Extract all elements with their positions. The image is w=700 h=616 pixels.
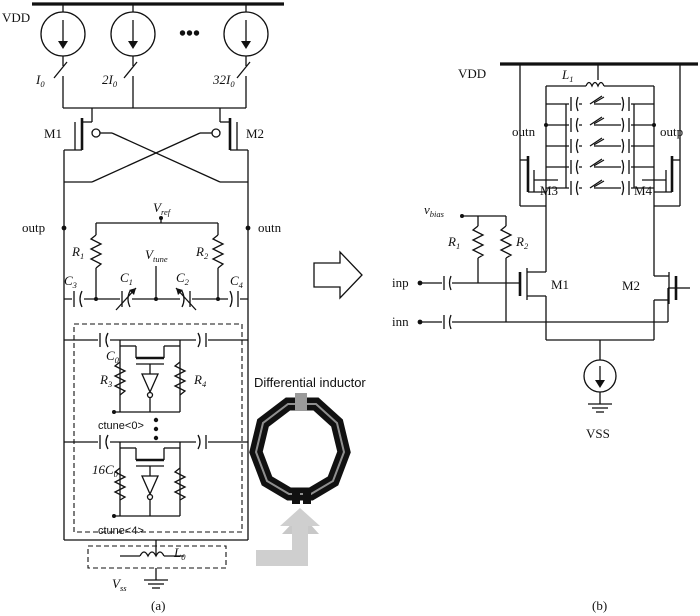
current-source-3	[223, 4, 269, 108]
outp-label-a: outp	[22, 220, 45, 235]
caption-a: (a)	[151, 598, 165, 613]
r2-resistor-a	[211, 223, 225, 299]
l0-label: L0	[173, 545, 186, 562]
vss-label-b: VSS	[586, 426, 610, 441]
inp-label: inp	[392, 275, 409, 290]
differential-inductor-image: Differential inductor	[249, 375, 366, 566]
ground-a	[144, 579, 168, 589]
switched-cap-bank	[546, 103, 654, 189]
l0-inductor	[120, 551, 184, 558]
vss-label-a: Vss	[112, 576, 127, 593]
r2-label-a: R2	[195, 244, 209, 261]
r2-resistor-b	[499, 225, 513, 259]
m3-label: M3	[540, 183, 558, 198]
inn-label: inn	[392, 314, 409, 329]
r4-label: R4	[193, 372, 207, 389]
panel-a: VDD •••	[2, 2, 284, 613]
m1-label-b: M1	[551, 277, 569, 292]
m1-transistor-b	[518, 260, 547, 340]
outp-label-b: outp	[660, 124, 683, 139]
label-i0: I0	[35, 72, 45, 89]
m3-transistor	[520, 156, 558, 193]
c2-varactor	[175, 287, 197, 311]
m1-transistor	[63, 118, 101, 157]
c1-varactor	[115, 287, 137, 311]
r1-label-b: R1	[447, 234, 460, 251]
vdd-label-a: VDD	[2, 10, 30, 25]
label-32i0: 32I0	[212, 72, 235, 89]
m4-transistor	[642, 156, 680, 193]
r1-resistor-b	[471, 225, 485, 259]
outn-label-a: outn	[258, 220, 282, 235]
cap-cell-0	[98, 332, 208, 414]
current-source-1	[40, 4, 86, 108]
c4-label: C4	[230, 273, 244, 290]
panel-b: VDD L1	[392, 62, 698, 613]
caption-b: (b)	[592, 598, 607, 613]
vtune-label: Vtune	[145, 247, 168, 264]
r2-label-b: R2	[515, 234, 529, 251]
c1-label: C1	[120, 270, 133, 287]
r1-resistor-a	[89, 223, 103, 299]
m4-label: M4	[634, 183, 653, 198]
c2-label: C2	[176, 270, 190, 287]
vbias-label: vbias	[424, 202, 445, 219]
label-2i0: 2I0	[102, 72, 118, 89]
l1-inductor	[546, 64, 654, 88]
current-source-2	[110, 4, 156, 108]
m2-transistor	[211, 118, 249, 157]
l0-box	[87, 545, 227, 569]
cap-cell-4	[98, 434, 208, 518]
c16-label: 16C0	[92, 462, 119, 479]
cap-bank-box	[73, 323, 243, 533]
transition-arrow	[313, 250, 363, 300]
l1-label: L1	[561, 67, 573, 84]
outn-label-b: outn	[512, 124, 536, 139]
c4-capacitor	[228, 290, 240, 308]
ctune0-label: ctune<0>	[98, 420, 144, 432]
vref-label: Vref	[153, 200, 172, 217]
vdd-label-b: VDD	[458, 66, 486, 81]
m2-label-b: M2	[622, 278, 640, 293]
m2-transistor-b	[653, 260, 690, 340]
c3-label: C3	[64, 273, 77, 290]
ellipsis: •••	[179, 23, 200, 45]
m1-label-a: M1	[44, 126, 62, 141]
r1-label-a: R1	[71, 244, 84, 261]
r3-label: R3	[99, 372, 112, 389]
ctune4-label: ctune<4>	[98, 525, 144, 537]
m2-label-a: M2	[246, 126, 264, 141]
inductor-title: Differential inductor	[254, 375, 366, 390]
c3-capacitor	[72, 290, 84, 308]
c0-label: C0	[106, 348, 120, 365]
